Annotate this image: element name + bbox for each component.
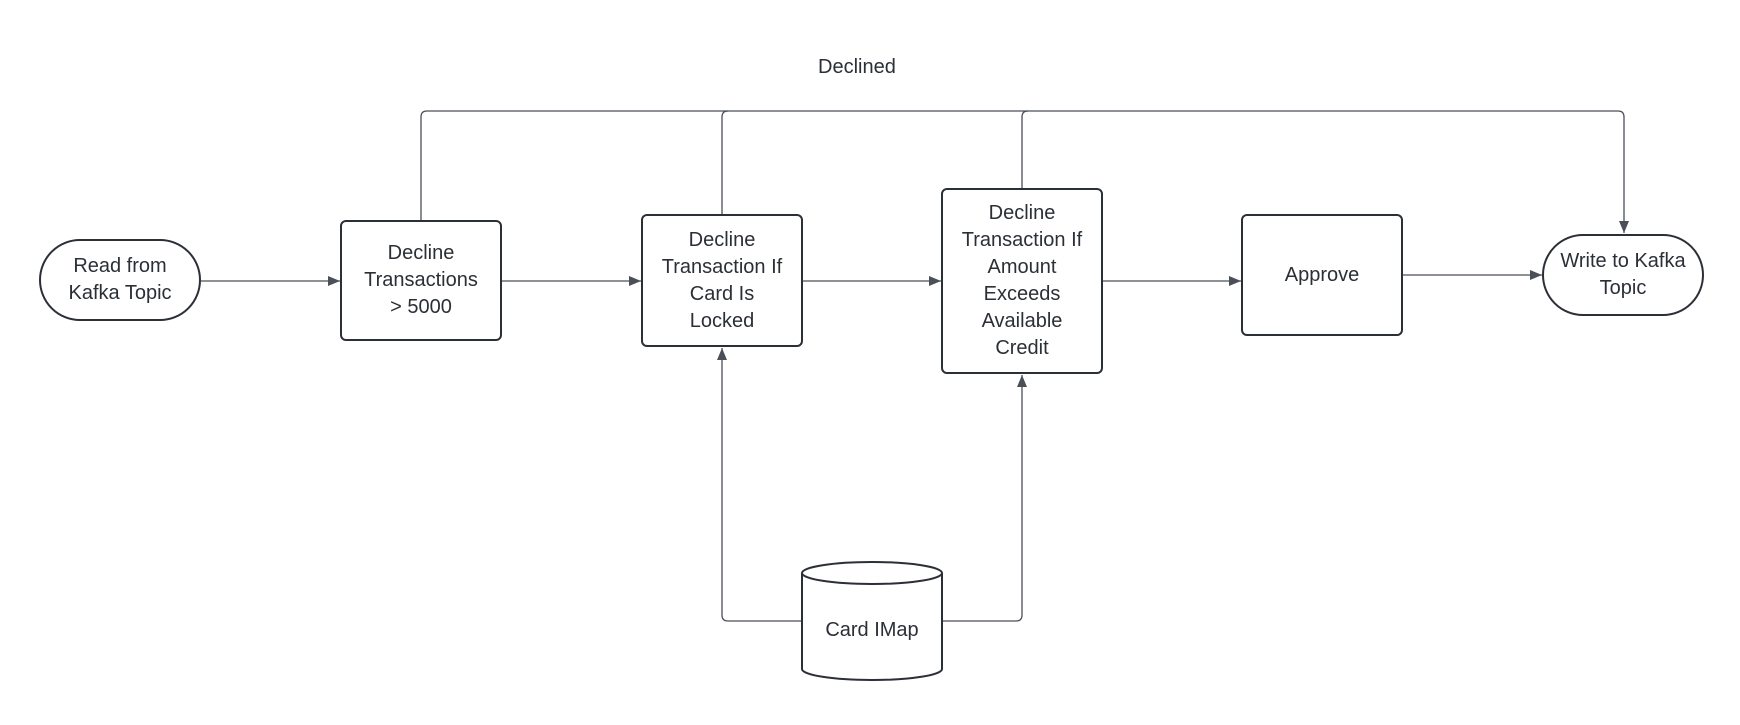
edge-exceeds-credit-declined <box>1021 110 1029 188</box>
edges-group <box>201 110 1629 622</box>
node-shape-card-locked <box>641 214 803 347</box>
node-write-kafka: Write to Kafka Topic <box>1560 250 1686 299</box>
node-decline-over-5000: Decline Transactions > 5000 <box>364 242 478 318</box>
edge-decline-5000-declined <box>420 110 1629 233</box>
node-shape-write-kafka <box>1542 234 1704 316</box>
edge-imap-to-card-locked <box>717 348 802 622</box>
node-decline-exceeds-credit: Decline Transaction If Amount Exceeds Av… <box>961 202 1083 359</box>
node-shape-card-imap <box>801 561 943 681</box>
nodes-group <box>39 188 1704 681</box>
edge-label-declined: Declined <box>818 56 896 78</box>
edge-card-locked-declined <box>721 110 729 214</box>
node-shape-exceeds-credit <box>941 188 1103 374</box>
edge-imap-to-exceeds-credit <box>942 375 1027 622</box>
node-read-kafka: Read from Kafka Topic <box>68 255 172 304</box>
node-decline-card-locked: Decline Transaction If Card Is Locked <box>661 228 783 332</box>
node-shape-approve <box>1241 214 1403 336</box>
node-approve: Approve <box>1284 263 1360 286</box>
node-card-imap: Card IMap <box>825 618 919 641</box>
node-shape-read-kafka <box>39 239 201 321</box>
node-shape-decline-5000 <box>340 220 502 341</box>
